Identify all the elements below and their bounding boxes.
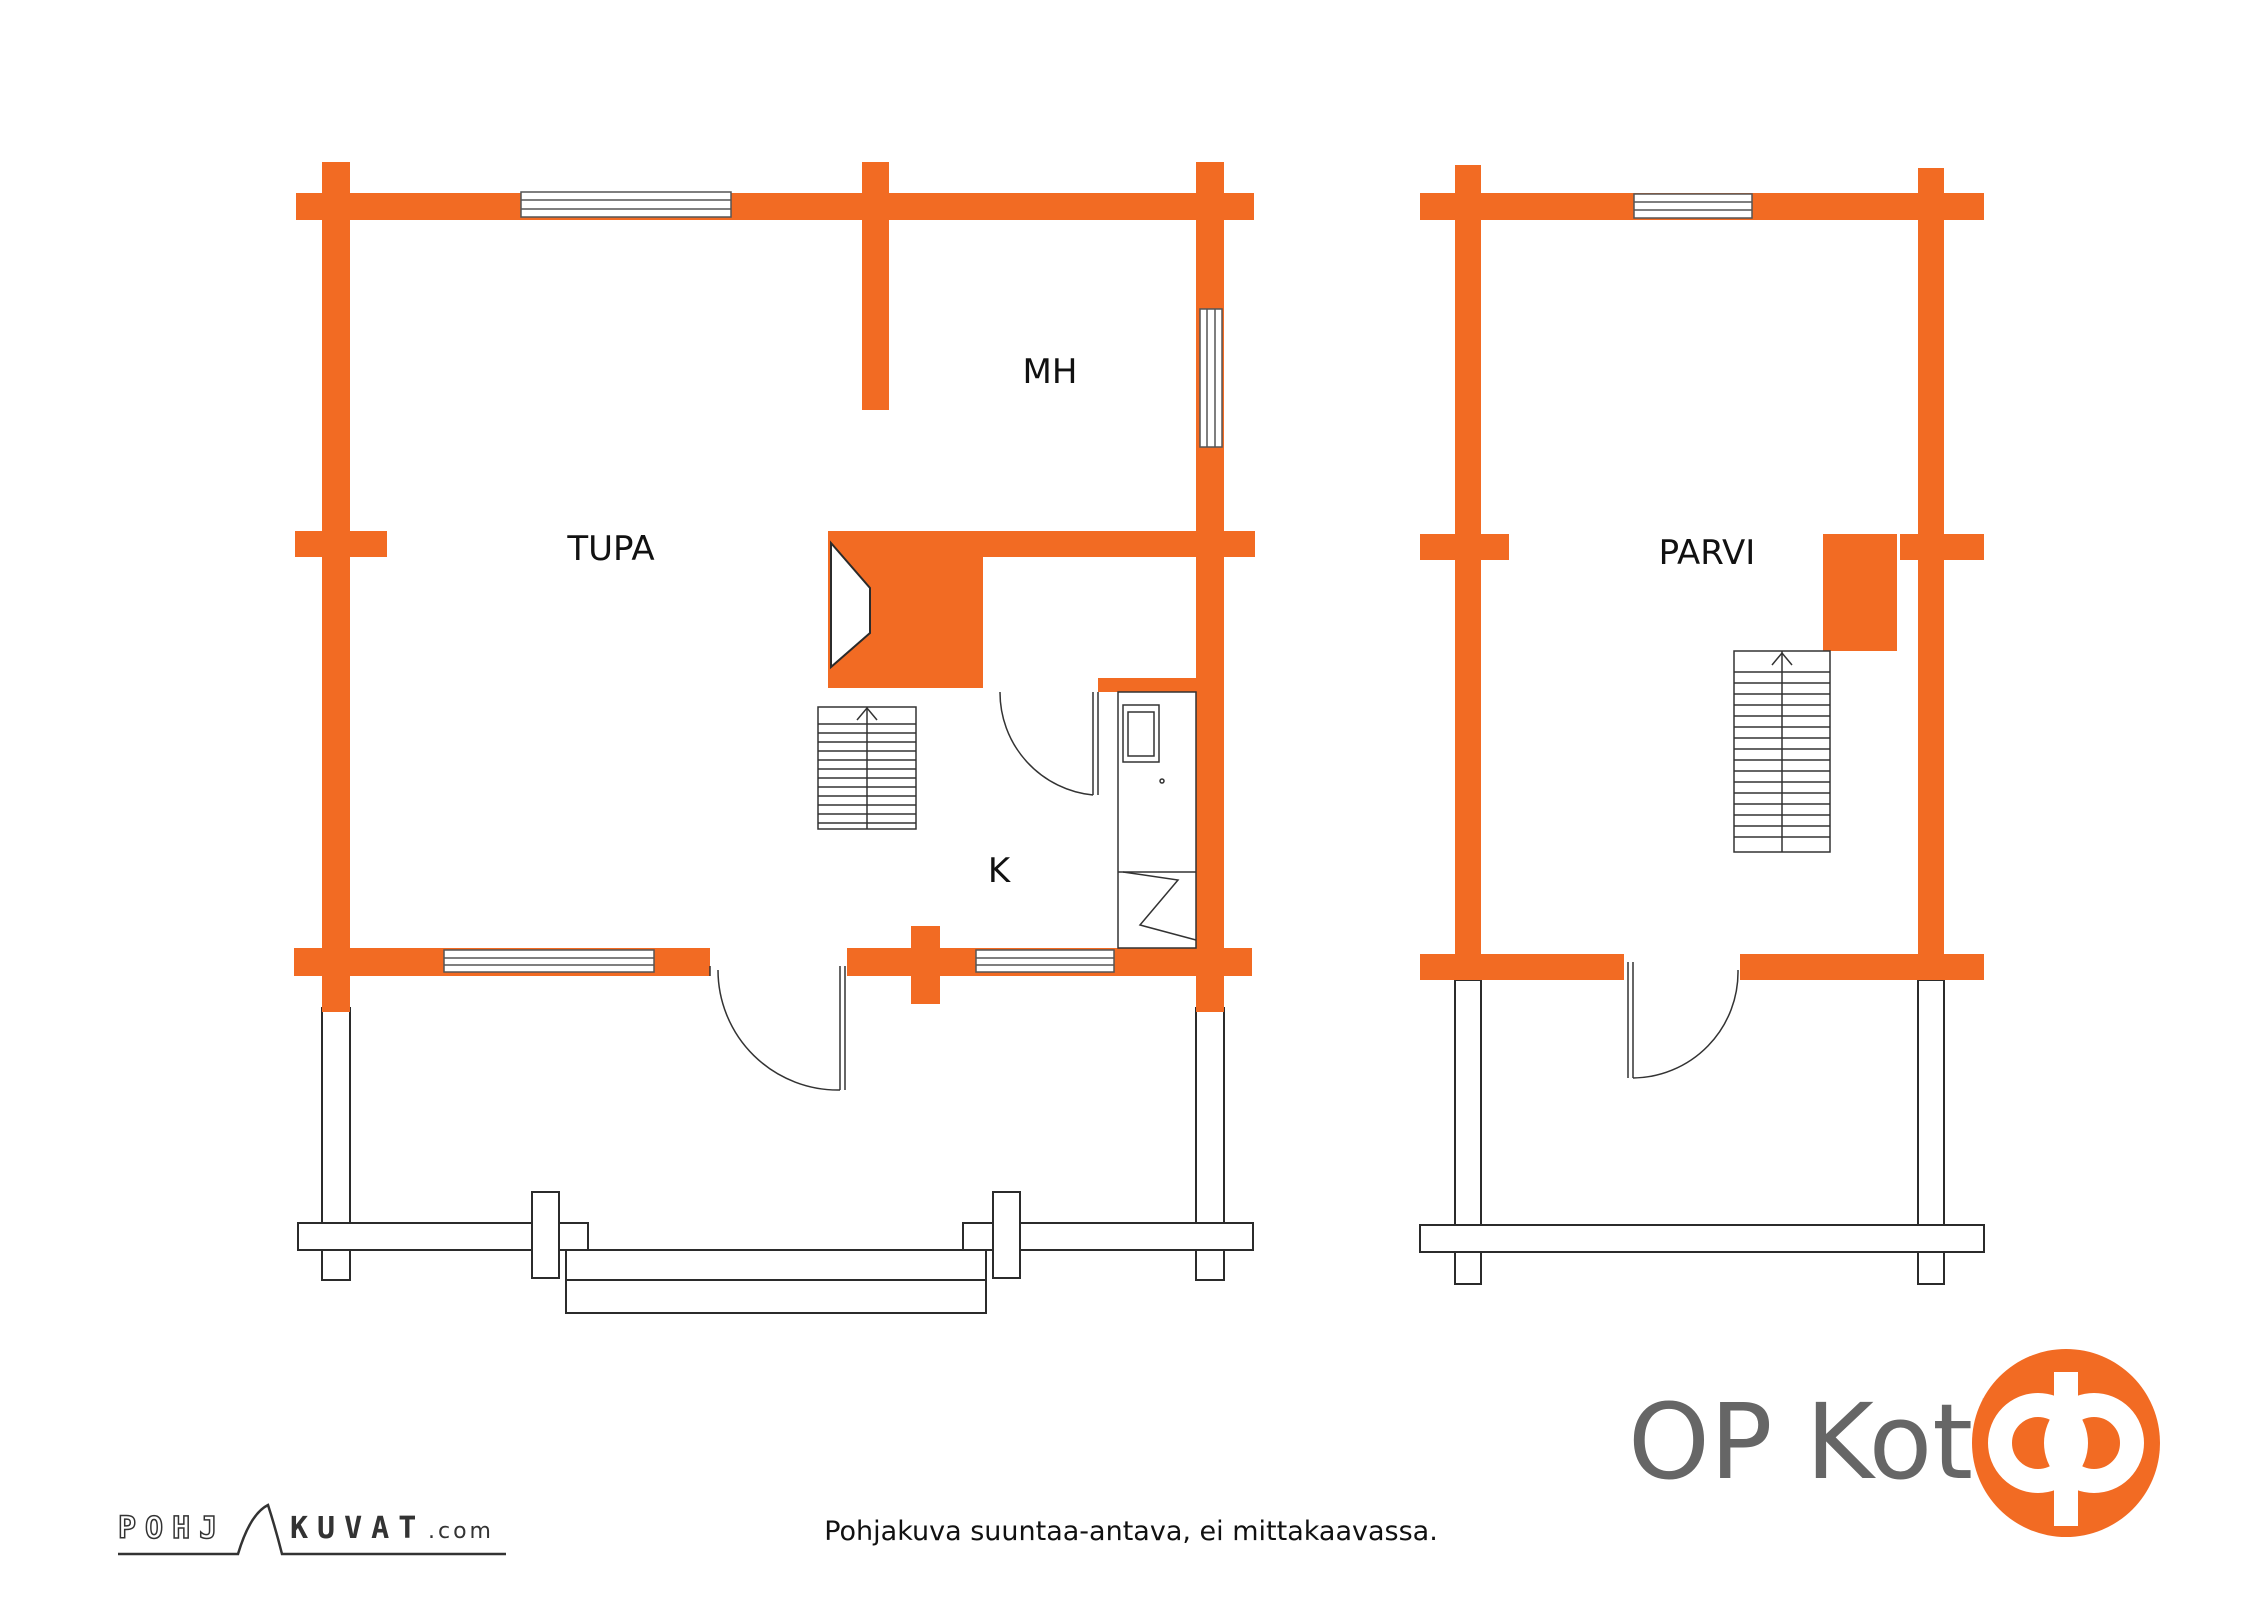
- pohjakuvat-domain-text: .com: [428, 1519, 494, 1544]
- ground-floor-windows: [443, 191, 1223, 973]
- loft-plan: PARVI: [1419, 165, 1985, 1285]
- loft-door: [1627, 962, 1739, 1079]
- pohjakuvat-left-text: POHJ: [118, 1511, 226, 1546]
- ground-floor-plan: TUPA MH K: [294, 162, 1255, 1314]
- ground-stairs: [817, 706, 917, 830]
- pohjakuvat-logo: POHJ KUVAT .com: [117, 1503, 506, 1556]
- balcony-outline: [1419, 979, 1985, 1285]
- room-label-parvi: PARVI: [1659, 533, 1756, 573]
- disclaimer-text: Pohjakuva suuntaa-antava, ei mittakaavas…: [824, 1516, 1438, 1547]
- kitchen-counter: [1117, 691, 1197, 949]
- fireplace-opening: [830, 540, 871, 670]
- room-label-mh: MH: [1023, 352, 1078, 392]
- brand-name: OP Koti: [1628, 1381, 2002, 1503]
- porch-outline: [297, 1007, 1254, 1314]
- op-logo-icon: [1972, 1349, 2160, 1537]
- ground-doors: [709, 691, 1099, 1091]
- room-label-tupa: TUPA: [566, 529, 654, 569]
- ground-floor-walls: [294, 162, 1255, 1012]
- loft-windows: [1633, 193, 1753, 219]
- loft-stairs: [1733, 650, 1831, 853]
- pohjakuvat-swoosh: [118, 1503, 506, 1556]
- pohjakuvat-right-text: KUVAT: [290, 1511, 425, 1546]
- room-label-k: K: [988, 851, 1012, 891]
